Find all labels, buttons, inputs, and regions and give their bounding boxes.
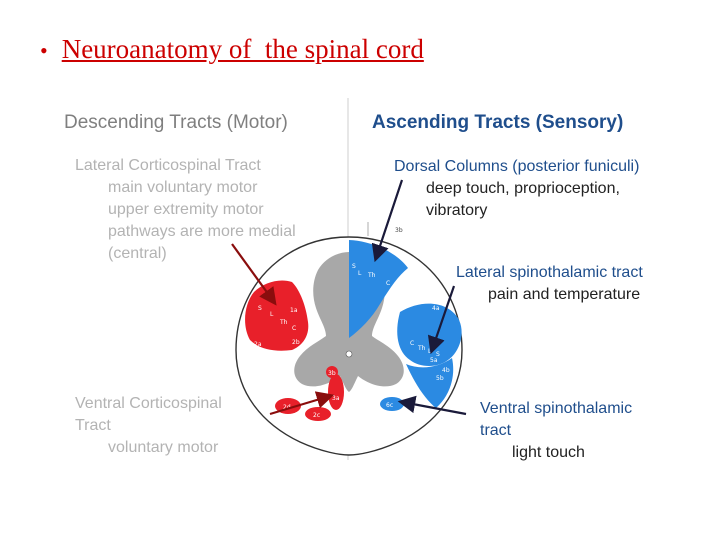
dorsal-label-3b: 3b bbox=[395, 227, 403, 234]
motor-label-l: L bbox=[270, 311, 274, 318]
lateral-cst-arrow bbox=[231, 243, 277, 306]
ventral-cst-block: Ventral Corticospinal Tract voluntary mo… bbox=[75, 393, 222, 459]
lateral-stt-arrow bbox=[427, 285, 456, 355]
ventral-cst-line: voluntary motor bbox=[108, 439, 219, 456]
sensory-label-4b: 4b bbox=[442, 367, 450, 374]
dorsal-label-c: C bbox=[386, 280, 390, 287]
motor-label-1a: 1a bbox=[290, 307, 298, 314]
lateral-cst-line-2: upper extremity motor bbox=[108, 201, 264, 218]
slide-title: Neuroanatomy of the spinal cord bbox=[61, 34, 424, 64]
ventral-cst-arrow bbox=[269, 391, 335, 416]
sensory-label-6c: 6c bbox=[386, 402, 393, 409]
lateral-cst-title: Lateral Corticospinal Tract bbox=[75, 157, 261, 174]
sensory-label-c: C bbox=[410, 340, 414, 347]
ventral-stt-line: light touch bbox=[512, 444, 585, 461]
sensory-label-4a: 4a bbox=[432, 305, 440, 312]
lateral-stt-block: Lateral spinothalamic tract pain and tem… bbox=[456, 262, 643, 306]
ventral-stt-title-1: Ventral spinothalamic bbox=[480, 400, 633, 417]
motor-label-3b: 3b bbox=[328, 370, 336, 377]
lateral-cst-line-4: (central) bbox=[108, 245, 167, 262]
dorsal-label-l: L bbox=[358, 270, 362, 277]
dorsal-columns-arrow bbox=[371, 179, 404, 263]
ventral-stt-title-2: tract bbox=[480, 422, 512, 439]
sensory-label-s: S bbox=[436, 351, 440, 358]
central-canal bbox=[345, 350, 353, 358]
lateral-stt-line: pain and temperature bbox=[488, 286, 641, 303]
dorsal-columns-region bbox=[349, 240, 408, 338]
motor-label-c: C bbox=[292, 325, 296, 332]
ascending-header: Ascending Tracts (Sensory) bbox=[372, 112, 624, 133]
ventral-motor-column bbox=[328, 374, 344, 410]
motor-label-2a: 2a bbox=[254, 341, 262, 348]
slide-title-row: • Neuroanatomy of the spinal cord bbox=[40, 34, 424, 65]
descending-header: Descending Tracts (Motor) bbox=[64, 112, 288, 133]
dorsal-label-s: S bbox=[352, 263, 356, 270]
dorsal-label-th: Th bbox=[367, 272, 376, 279]
lateral-cst-block: Lateral Corticospinal Tract main volunta… bbox=[75, 155, 296, 265]
dorsal-columns-line-1: deep touch, proprioception, bbox=[426, 180, 620, 197]
motor-label-2b: 2b bbox=[292, 339, 300, 346]
lateral-sensory-band bbox=[406, 358, 454, 408]
ventral-cst-title-2: Tract bbox=[75, 417, 111, 434]
motor-label-2c: 2c bbox=[313, 412, 320, 419]
sensory-label-5b: 5b bbox=[436, 375, 444, 382]
motor-label-3a: 3a bbox=[332, 395, 340, 402]
ventral-stt-arrow bbox=[397, 395, 467, 416]
ventral-stt-block: Ventral spinothalamic tract light touch bbox=[480, 398, 632, 464]
ventral-motor-2c bbox=[305, 407, 331, 421]
motor-label-2d: 2d bbox=[283, 404, 291, 411]
lateral-cst-line-3: pathways are more medial bbox=[108, 223, 296, 240]
bullet-marker: • bbox=[40, 38, 48, 63]
motor-label-th: Th bbox=[279, 319, 288, 326]
ventral-motor-3b bbox=[326, 366, 338, 378]
dorsal-columns-block: Dorsal Columns (posterior funiculi) deep… bbox=[394, 156, 639, 222]
sensory-label-th: Th bbox=[417, 345, 426, 352]
lateral-cst-line-1: main voluntary motor bbox=[108, 179, 258, 196]
motor-label-s: S bbox=[258, 305, 262, 312]
ventral-cst-title-1: Ventral Corticospinal bbox=[75, 395, 222, 412]
sensory-label-5a: 5a bbox=[430, 357, 438, 364]
dorsal-columns-title: Dorsal Columns (posterior funiculi) bbox=[394, 158, 640, 175]
lateral-stt-title: Lateral spinothalamic tract bbox=[456, 264, 643, 281]
dorsal-columns-line-2: vibratory bbox=[426, 202, 488, 219]
